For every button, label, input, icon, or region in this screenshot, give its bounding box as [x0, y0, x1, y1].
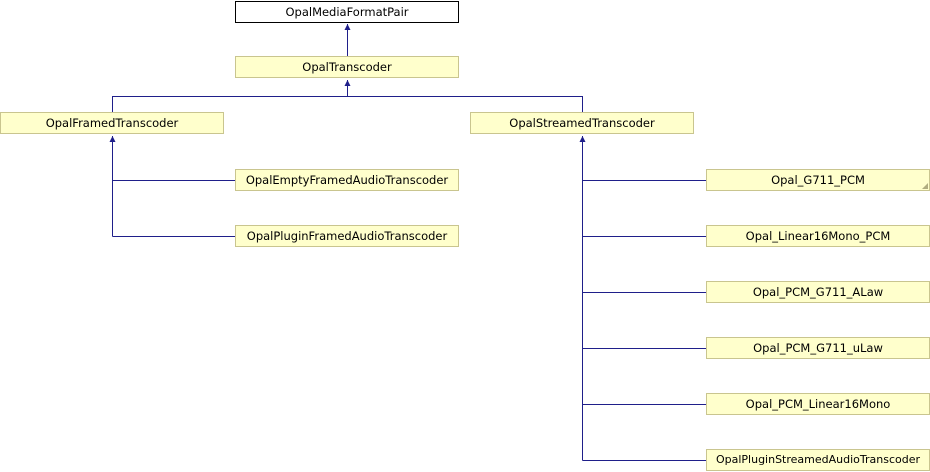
node-opal-linear16mono-pcm[interactable]: Opal_Linear16Mono_PCM: [706, 225, 930, 247]
node-opal-empty-framed-audio-transcoder[interactable]: OpalEmptyFramedAudioTranscoder: [235, 169, 459, 191]
node-opal-streamed-transcoder[interactable]: OpalStreamedTranscoder: [470, 112, 694, 134]
node-opal-transcoder[interactable]: OpalTranscoder: [235, 56, 459, 78]
node-opal-media-format-pair[interactable]: OpalMediaFormatPair: [235, 1, 459, 23]
node-opal-framed-transcoder[interactable]: OpalFramedTranscoder: [0, 112, 224, 134]
edge-streamed-to-transcoder: [347, 96, 583, 112]
node-opal-pcm-g711-alaw[interactable]: Opal_PCM_G711_ALaw: [706, 281, 930, 303]
node-opal-g711-pcm[interactable]: Opal_G711_PCM: [706, 169, 930, 191]
node-opal-plugin-framed-audio-transcoder[interactable]: OpalPluginFramedAudioTranscoder: [235, 225, 459, 247]
node-opal-plugin-streamed-audio-transcoder[interactable]: OpalPluginStreamedAudioTranscoder: [706, 449, 930, 471]
node-opal-pcm-g711-ulaw[interactable]: Opal_PCM_G711_uLaw: [706, 337, 930, 359]
edge-framed-to-transcoder: [112, 96, 348, 112]
node-opal-pcm-linear16mono[interactable]: Opal_PCM_Linear16Mono: [706, 393, 930, 415]
